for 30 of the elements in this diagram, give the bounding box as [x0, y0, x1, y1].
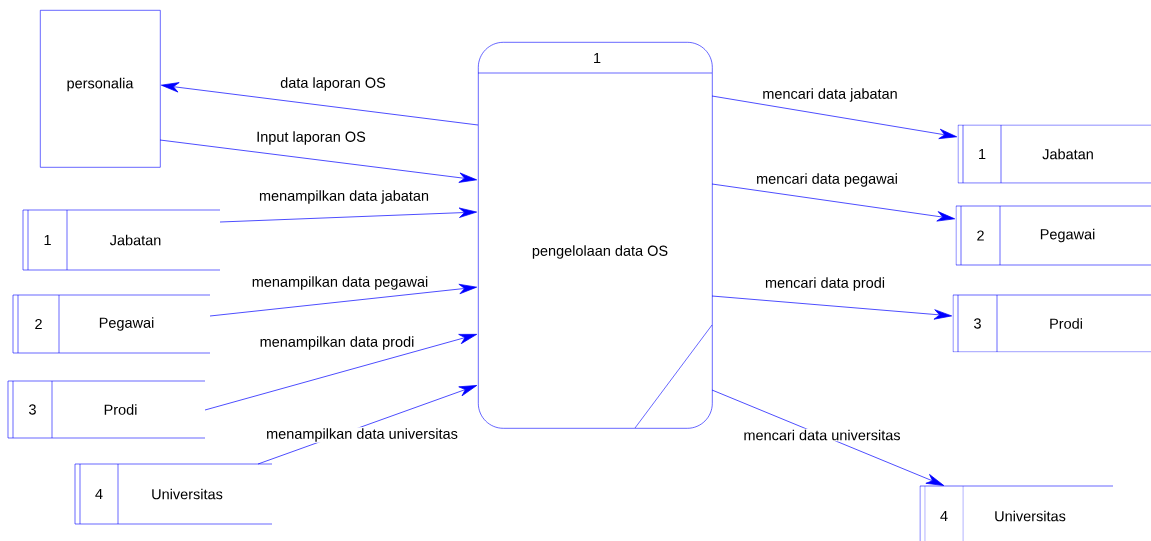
- edge-label: mencari data universitas: [742, 428, 902, 442]
- arrow: [257, 385, 478, 465]
- arrow: [711, 95, 958, 139]
- arrow: [209, 283, 478, 317]
- arrow: [711, 183, 956, 222]
- edge-label: mencari data prodi: [763, 276, 887, 292]
- arrow: [160, 82, 479, 126]
- edge-label: Input laporan OS: [255, 130, 367, 146]
- edge-label: mencari data jabatan: [761, 87, 899, 103]
- data-store: 2 Pegawai: [12, 294, 211, 354]
- arrow: [711, 389, 945, 486]
- entity-box: personalia: [40, 10, 161, 168]
- edge-label: menampilkan data universitas: [265, 427, 459, 443]
- data-store: 4 Universitas: [74, 463, 273, 525]
- edge-label: menampilkan data jabatan: [257, 189, 431, 205]
- edge-label: mencari data pegawai: [755, 172, 899, 188]
- edge-label: menampilkan data prodi: [258, 335, 416, 351]
- arrow: [711, 295, 953, 320]
- process-box: 1 pengelolaan data OS: [477, 42, 713, 429]
- edge-label: data laporan OS: [279, 76, 387, 92]
- arrow: [219, 207, 478, 223]
- edge-label: menampilkan data pegawai: [250, 275, 430, 291]
- data-store: 1 Jabatan: [957, 124, 1151, 184]
- data-store: 3 Prodi: [7, 380, 206, 439]
- data-store: 2 Pegawai: [955, 205, 1151, 266]
- data-store: 1 Jabatan: [22, 209, 221, 271]
- arrow: [204, 334, 478, 411]
- data-store: 4 Universitas: [919, 485, 1114, 541]
- arrow: [159, 139, 478, 183]
- data-store: 3 Prodi: [952, 294, 1151, 353]
